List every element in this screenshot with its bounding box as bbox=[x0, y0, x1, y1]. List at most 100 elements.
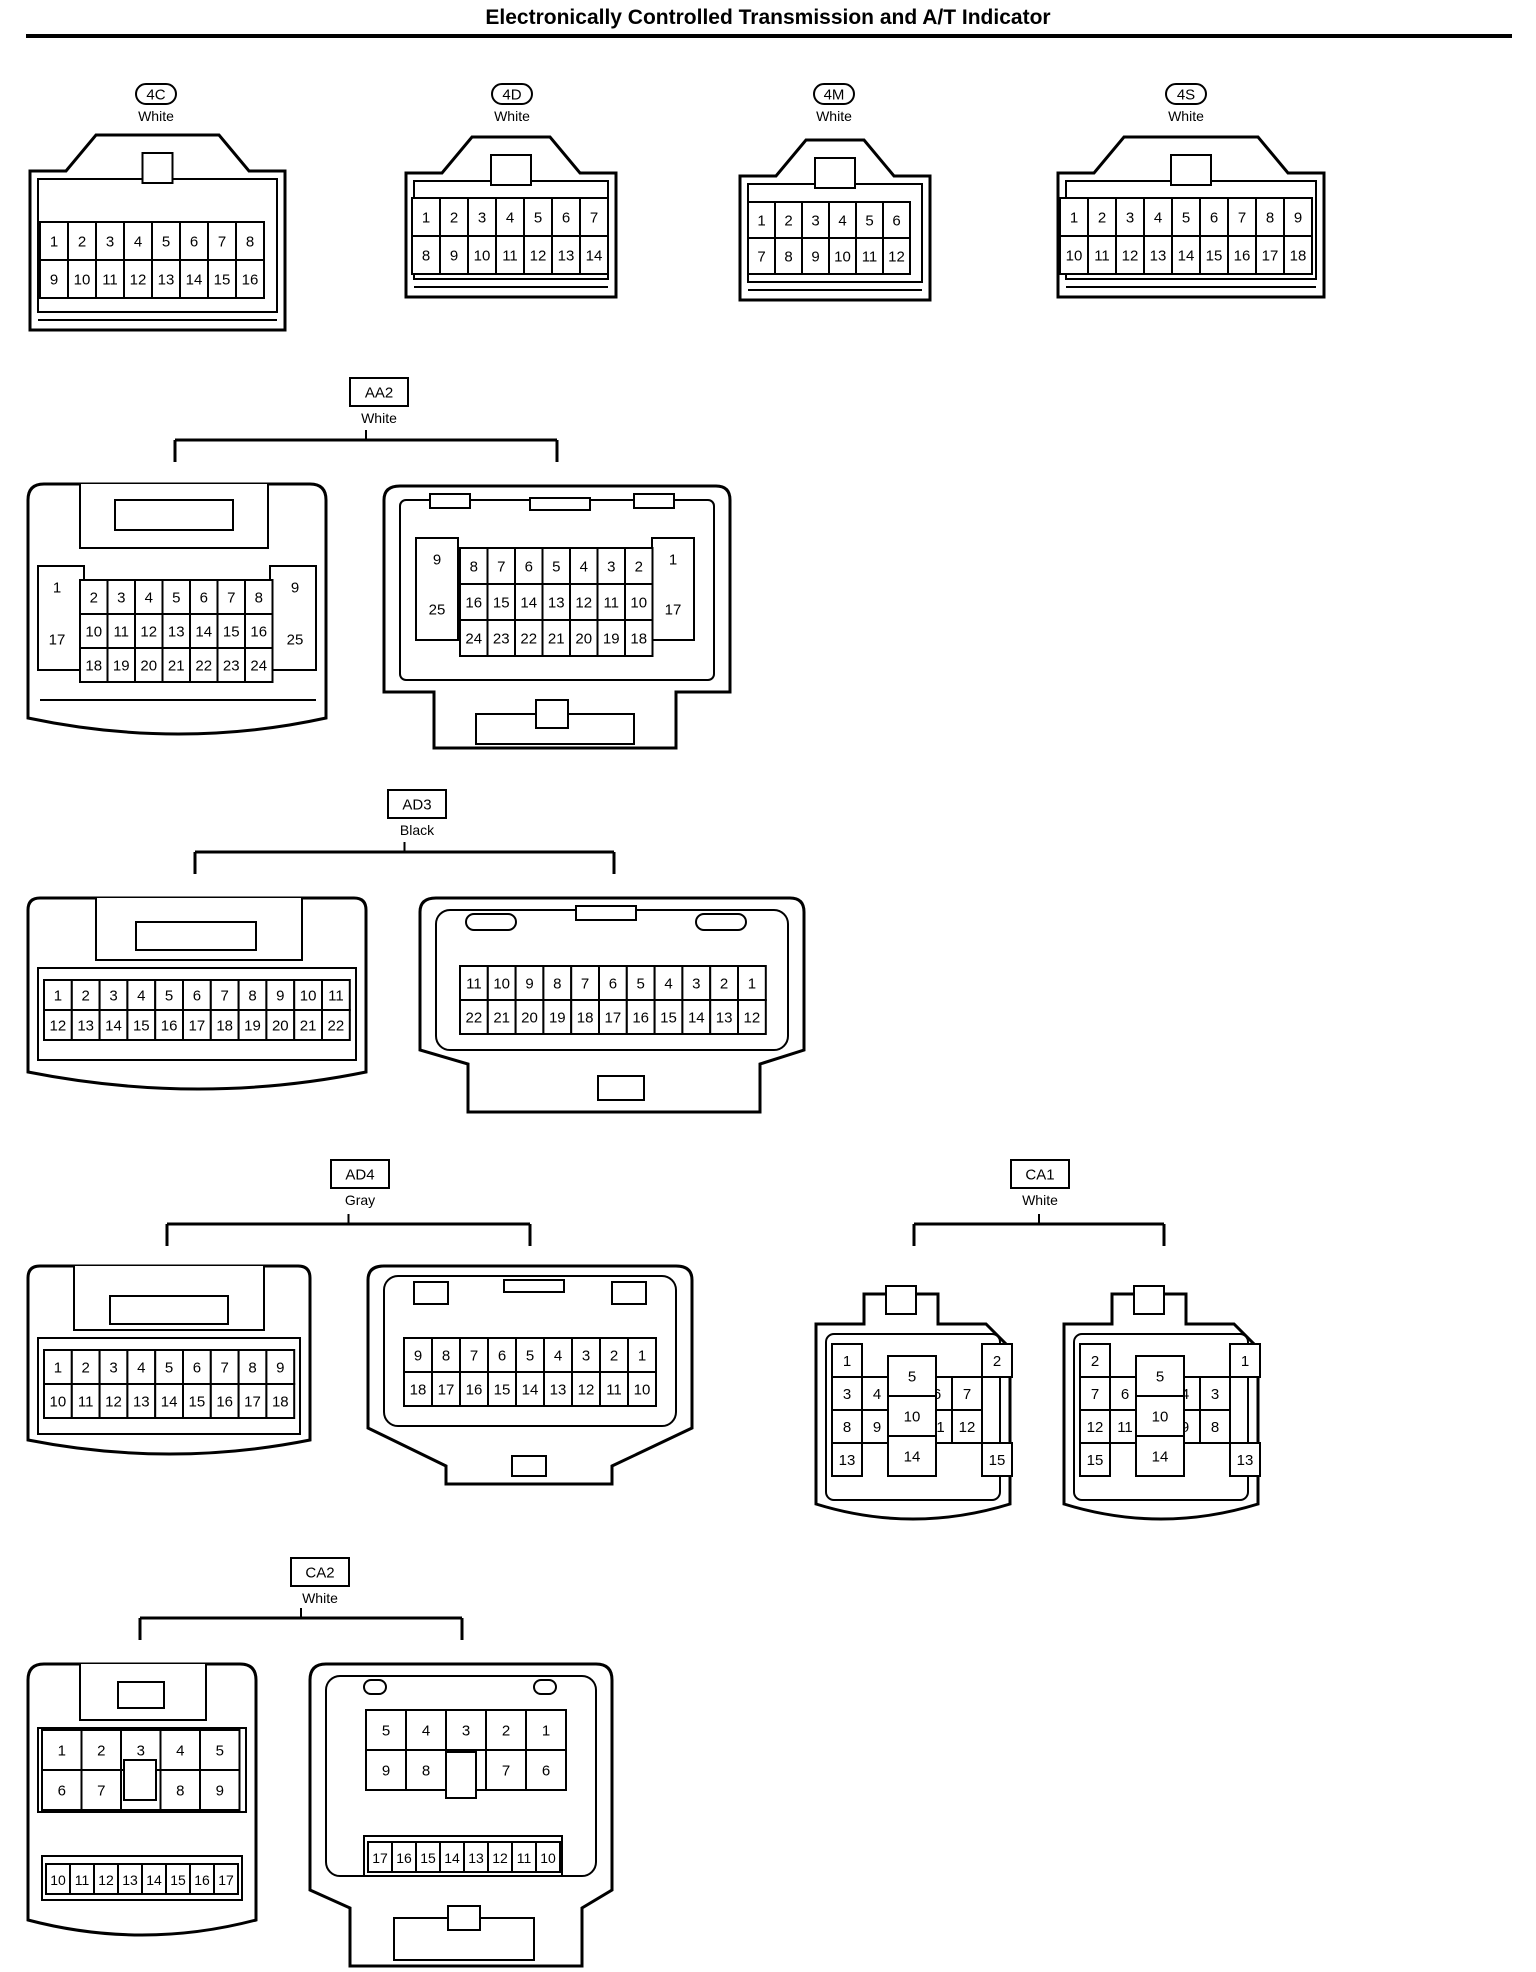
pin-cell-box bbox=[293, 979, 324, 1011]
pin-number: 9 bbox=[414, 1348, 422, 1365]
pin-number: 6 bbox=[58, 1783, 66, 1800]
pin-cell: 18 bbox=[265, 1383, 296, 1419]
pin-cell: 13 bbox=[831, 1442, 863, 1477]
connector-color: White bbox=[1168, 108, 1204, 124]
pin-number: 2 bbox=[97, 1743, 105, 1760]
label-bracket bbox=[138, 1608, 464, 1640]
pin-number: 9 bbox=[450, 248, 458, 265]
pin-cell: 5 bbox=[365, 1709, 407, 1751]
pin-number: 18 bbox=[630, 631, 647, 648]
pin-cell-box bbox=[495, 235, 525, 275]
pin-cell: 11 bbox=[95, 259, 125, 299]
pin-number: 3 bbox=[1211, 1386, 1219, 1403]
pin-cell: 6 bbox=[487, 1337, 517, 1373]
pin-cell: 10 bbox=[67, 259, 97, 299]
pin-cell: 8 bbox=[774, 237, 803, 275]
pin-cell: 4 bbox=[159, 1729, 201, 1771]
pin-cell: 20 bbox=[514, 999, 545, 1035]
pin-cell: 10 bbox=[467, 235, 497, 275]
pin-number: 16 bbox=[194, 1872, 210, 1888]
pin-number: 5 bbox=[216, 1743, 224, 1760]
pin-cell-box bbox=[182, 1009, 212, 1041]
pin-cell-box bbox=[403, 1371, 433, 1407]
pin-number: 7 bbox=[227, 590, 235, 607]
pin-number: 5 bbox=[1156, 1369, 1164, 1386]
pin-cell: 3 bbox=[95, 221, 125, 261]
pin-number: 11 bbox=[75, 1872, 90, 1888]
pin-cell: 24 bbox=[244, 647, 274, 683]
pin-cell: 4 bbox=[126, 1349, 157, 1385]
pin-number: 8 bbox=[246, 234, 254, 251]
pin-cell: 12 bbox=[737, 999, 767, 1035]
pin-cell: 1 bbox=[525, 1709, 567, 1751]
pin-number: 12 bbox=[105, 1394, 122, 1411]
pin-cell: 4 bbox=[1143, 197, 1173, 237]
pin-cell-box bbox=[1229, 1442, 1261, 1477]
pin-number: 7 bbox=[757, 249, 765, 266]
pin-cell-box bbox=[265, 1349, 296, 1385]
pin-cell: 18 bbox=[624, 619, 654, 657]
pin-number: 14 bbox=[1152, 1449, 1169, 1466]
pin-number: 18 bbox=[577, 1010, 594, 1027]
pin-cell: 10 bbox=[887, 1395, 937, 1437]
pin-number: 16 bbox=[1234, 248, 1251, 265]
pin-cell: 7 bbox=[747, 237, 776, 275]
pin-cell-box bbox=[43, 1009, 73, 1041]
pin-number: 9 bbox=[276, 1360, 284, 1377]
pin-cell: 8 bbox=[1199, 1409, 1231, 1444]
pin-number: 14 bbox=[161, 1394, 178, 1411]
pin-cell: 1 bbox=[43, 979, 73, 1011]
pin-cell: 2 bbox=[1079, 1343, 1111, 1378]
pin-number: 8 bbox=[553, 976, 561, 993]
pin-number: 19 bbox=[603, 631, 620, 648]
pin-cell-box bbox=[625, 999, 656, 1035]
connector-id: CA1 bbox=[1025, 1167, 1054, 1184]
pin-cell: 15 bbox=[126, 1009, 157, 1041]
pin-cell: 22 bbox=[459, 999, 489, 1035]
pin-cell: 9 bbox=[403, 1337, 433, 1373]
pin-cell: 11 bbox=[1087, 235, 1117, 275]
pin-number: 11 bbox=[606, 1382, 622, 1399]
connector-CA1-male: 123467891112131551014 bbox=[814, 1285, 1013, 1521]
pin-cell: 22 bbox=[321, 1009, 351, 1041]
pin-number: 10 bbox=[634, 1382, 651, 1399]
pin-number: 18 bbox=[85, 658, 102, 675]
pin-number: 6 bbox=[498, 1348, 506, 1365]
pin-cell-box bbox=[154, 1009, 184, 1041]
pin-number: 13 bbox=[468, 1850, 484, 1866]
pin-cell-box bbox=[579, 235, 609, 275]
pin-number: 8 bbox=[442, 1348, 450, 1365]
side-pin-block bbox=[651, 537, 695, 641]
pin-number: 6 bbox=[190, 234, 198, 251]
pin-cell-box bbox=[1199, 1376, 1231, 1411]
pin-cell: 16 bbox=[235, 259, 265, 299]
connector-id: 4D bbox=[502, 87, 521, 104]
pin-number: 14 bbox=[105, 1018, 122, 1035]
pin-number: 22 bbox=[466, 1010, 483, 1027]
pin-number: 8 bbox=[1211, 1419, 1219, 1436]
pin-cell: 19 bbox=[542, 999, 573, 1035]
pin-cell: 14 bbox=[579, 235, 609, 275]
connector-id-box bbox=[135, 83, 177, 105]
pin-cell: 9 bbox=[439, 235, 469, 275]
pin-number: 13 bbox=[133, 1394, 150, 1411]
pin-cell-box bbox=[207, 221, 237, 261]
pin-number: 21 bbox=[548, 631, 565, 648]
latch bbox=[885, 1285, 917, 1315]
pin-cell: 11 bbox=[596, 583, 626, 621]
pin-cell: 14 bbox=[439, 1841, 465, 1873]
pin-number: 17 bbox=[438, 1382, 455, 1399]
pin-number: 1 bbox=[53, 580, 61, 597]
pin-cell: 2 bbox=[70, 1349, 101, 1385]
pin-cell: 8 bbox=[542, 965, 573, 1001]
pin-cell: 16 bbox=[1227, 235, 1257, 275]
pin-cell-box bbox=[79, 647, 109, 683]
pin-cell: 14 bbox=[1171, 235, 1201, 275]
pin-number: 3 bbox=[582, 1348, 590, 1365]
pin-cell: 15 bbox=[182, 1383, 212, 1419]
pin-cell: 6 bbox=[525, 1749, 567, 1791]
